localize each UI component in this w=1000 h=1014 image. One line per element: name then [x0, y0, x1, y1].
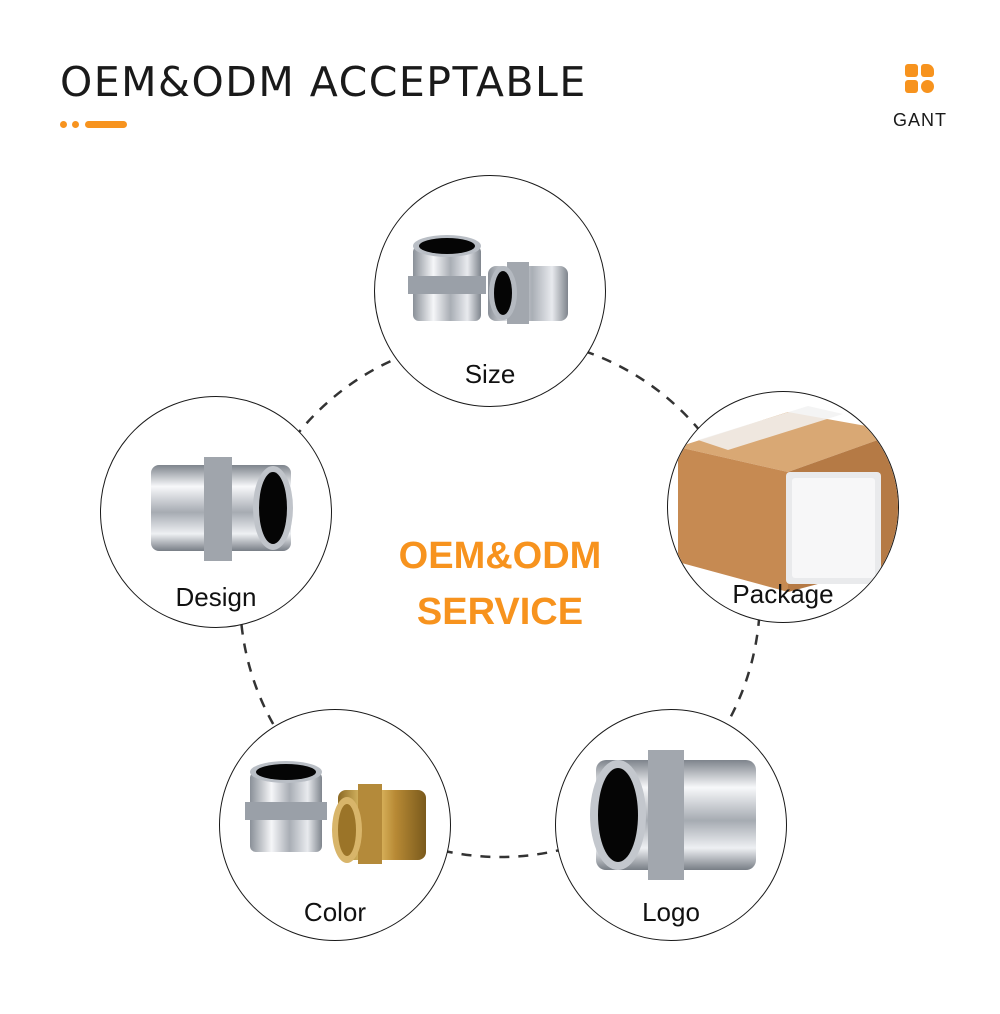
chrome-and-brass-icon — [245, 761, 426, 864]
node-color: Color — [219, 709, 451, 941]
node-design: Design — [100, 396, 332, 628]
page-title: OEM&ODM ACCEPTABLE — [60, 58, 587, 106]
center-heading: OEM&ODM SERVICE — [300, 528, 700, 640]
node-size: Size — [374, 175, 606, 407]
center-line-2: SERVICE — [416, 591, 584, 633]
large-fitting-icon — [590, 750, 756, 880]
two-fittings-icon — [408, 235, 568, 324]
node-design-label: Design — [175, 582, 257, 612]
node-logo-label: Logo — [642, 897, 700, 927]
node-package: Package — [667, 391, 899, 623]
node-package-label: Package — [732, 579, 834, 609]
brand-name: GANT — [892, 110, 947, 130]
package-icon — [678, 406, 898, 592]
brand-mark-icon — [905, 64, 935, 94]
center-line-1: OEM&ODM — [398, 535, 602, 577]
node-size-label: Size — [464, 359, 516, 389]
node-color-label: Color — [303, 897, 367, 927]
node-logo: Logo — [555, 709, 787, 941]
brand-logo: GANT — [880, 64, 960, 131]
fitting-icon — [151, 457, 293, 561]
